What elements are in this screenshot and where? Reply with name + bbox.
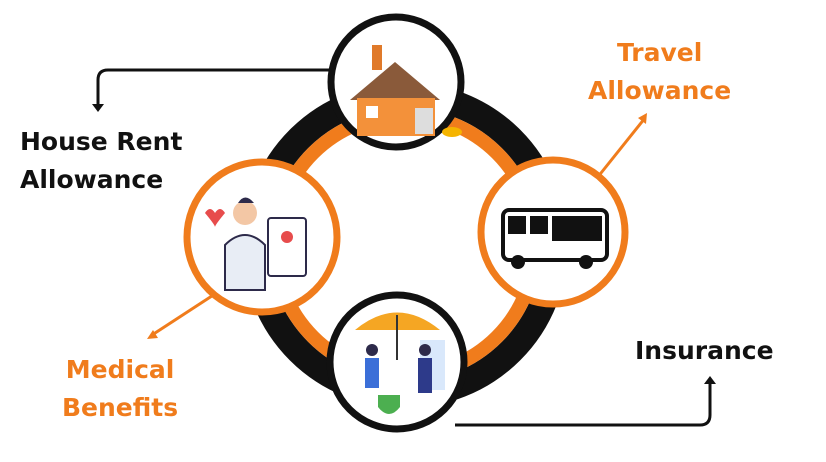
bus-icon — [501, 208, 609, 269]
label-line: Travel — [616, 38, 703, 67]
label-line: Benefits — [62, 393, 179, 422]
label-line: Allowance — [20, 165, 164, 194]
insurance-node — [326, 291, 468, 433]
medical-label: Medical Benefits — [62, 351, 178, 427]
bus-node — [477, 156, 629, 308]
family-umbrella-icon — [355, 312, 445, 414]
label-line: House Rent — [20, 127, 183, 156]
arrow-insurance — [455, 382, 712, 427]
house-icon — [350, 45, 462, 137]
label-line: Allowance — [588, 76, 732, 105]
insurance-label: Insurance — [635, 336, 774, 365]
arrow-travel — [595, 117, 647, 179]
travel-label: Travel Allowance — [588, 34, 731, 110]
medical-node — [183, 158, 341, 316]
house-node — [327, 13, 465, 151]
house-rent-label: House Rent Allowance — [20, 123, 182, 199]
arrow-medical — [151, 290, 219, 337]
arrow-house-rent — [96, 68, 335, 108]
label-line: Medical — [65, 355, 175, 384]
doctor-icon — [205, 197, 307, 291]
